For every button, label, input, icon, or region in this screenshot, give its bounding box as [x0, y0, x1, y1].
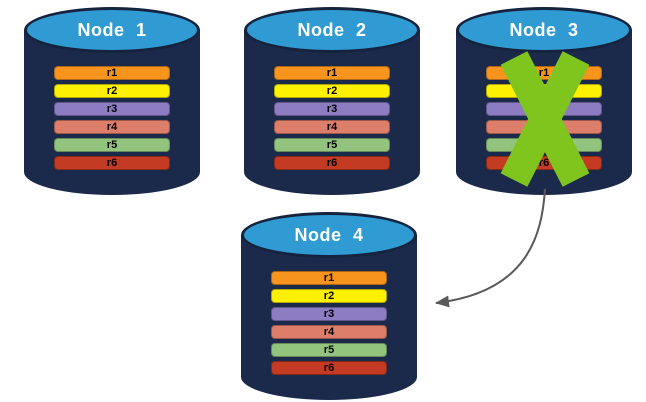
replica-bar-label: r3	[323, 308, 335, 320]
replica-bar-label: r5	[323, 344, 335, 356]
replica-bar-label: r3	[326, 103, 338, 115]
replica-bar-r2: r2	[54, 84, 170, 98]
replica-bar-label: r3	[106, 103, 118, 115]
replica-bar-label: r2	[106, 85, 118, 97]
replica-bar-label: r2	[326, 85, 338, 97]
node-title: Node 3	[509, 20, 579, 40]
replica-bar-label: r1	[323, 272, 335, 284]
replica-bar-label: r4	[326, 121, 338, 133]
replica-bar-stack: r1 r2 r3 r4 r5 r6	[274, 66, 390, 174]
replica-bar-r4: r4	[54, 120, 170, 134]
replica-bar-r1: r1	[271, 271, 387, 285]
node-2: Node 2 r1 r2 r3 r4 r5 r6	[244, 7, 420, 195]
replica-bar-r3: r3	[274, 102, 390, 116]
replica-bar-r5: r5	[271, 343, 387, 357]
replica-bar-label: r1	[326, 67, 338, 79]
replica-bar-r6: r6	[274, 156, 390, 170]
replica-bar-label: r5	[106, 139, 118, 151]
replica-bar-label: r6	[323, 362, 335, 374]
replica-bar-label: r2	[323, 290, 335, 302]
failure-x-icon	[500, 51, 590, 187]
replica-bar-r2: r2	[274, 84, 390, 98]
replica-bar-r4: r4	[271, 325, 387, 339]
node-3: Node 3 r1 r2 r3 r4 r5 r6	[456, 7, 632, 195]
replica-bar-stack: r1 r2 r3 r4 r5 r6	[54, 66, 170, 174]
replica-bar-r3: r3	[271, 307, 387, 321]
replica-bar-label: r4	[106, 121, 118, 133]
node-title: Node 1	[77, 20, 147, 40]
node-title: Node 2	[297, 20, 367, 40]
replica-bar-r2: r2	[271, 289, 387, 303]
replica-bar-stack: r1 r2 r3 r4 r5 r6	[271, 271, 387, 379]
replica-bar-r6: r6	[54, 156, 170, 170]
node-4: Node 4 r1 r2 r3 r4 r5 r6	[241, 212, 417, 400]
replica-bar-label: r4	[323, 326, 335, 338]
node-title: Node 4	[294, 225, 364, 245]
replica-bar-r1: r1	[274, 66, 390, 80]
replica-bar-label: r6	[538, 157, 550, 169]
replica-bar-label: r5	[326, 139, 338, 151]
replica-bar-r4: r4	[274, 120, 390, 134]
replica-bar-r3: r3	[54, 102, 170, 116]
replica-bar-label: r6	[106, 157, 118, 169]
replica-bar-label: r6	[326, 157, 338, 169]
cylinder-top	[24, 7, 200, 53]
replica-bar-r5: r5	[274, 138, 390, 152]
node-1: Node 1 r1 r2 r3 r4 r5 r6	[24, 7, 200, 195]
replica-bar-label: r1	[538, 67, 550, 79]
cylinder-top	[241, 212, 417, 258]
replica-bar-r6: r6	[271, 361, 387, 375]
cylinder-top	[456, 7, 632, 53]
replica-bar-r1: r1	[54, 66, 170, 80]
cylinder-top	[244, 7, 420, 53]
replica-bar-label: r1	[106, 67, 118, 79]
replica-bar-r5: r5	[54, 138, 170, 152]
